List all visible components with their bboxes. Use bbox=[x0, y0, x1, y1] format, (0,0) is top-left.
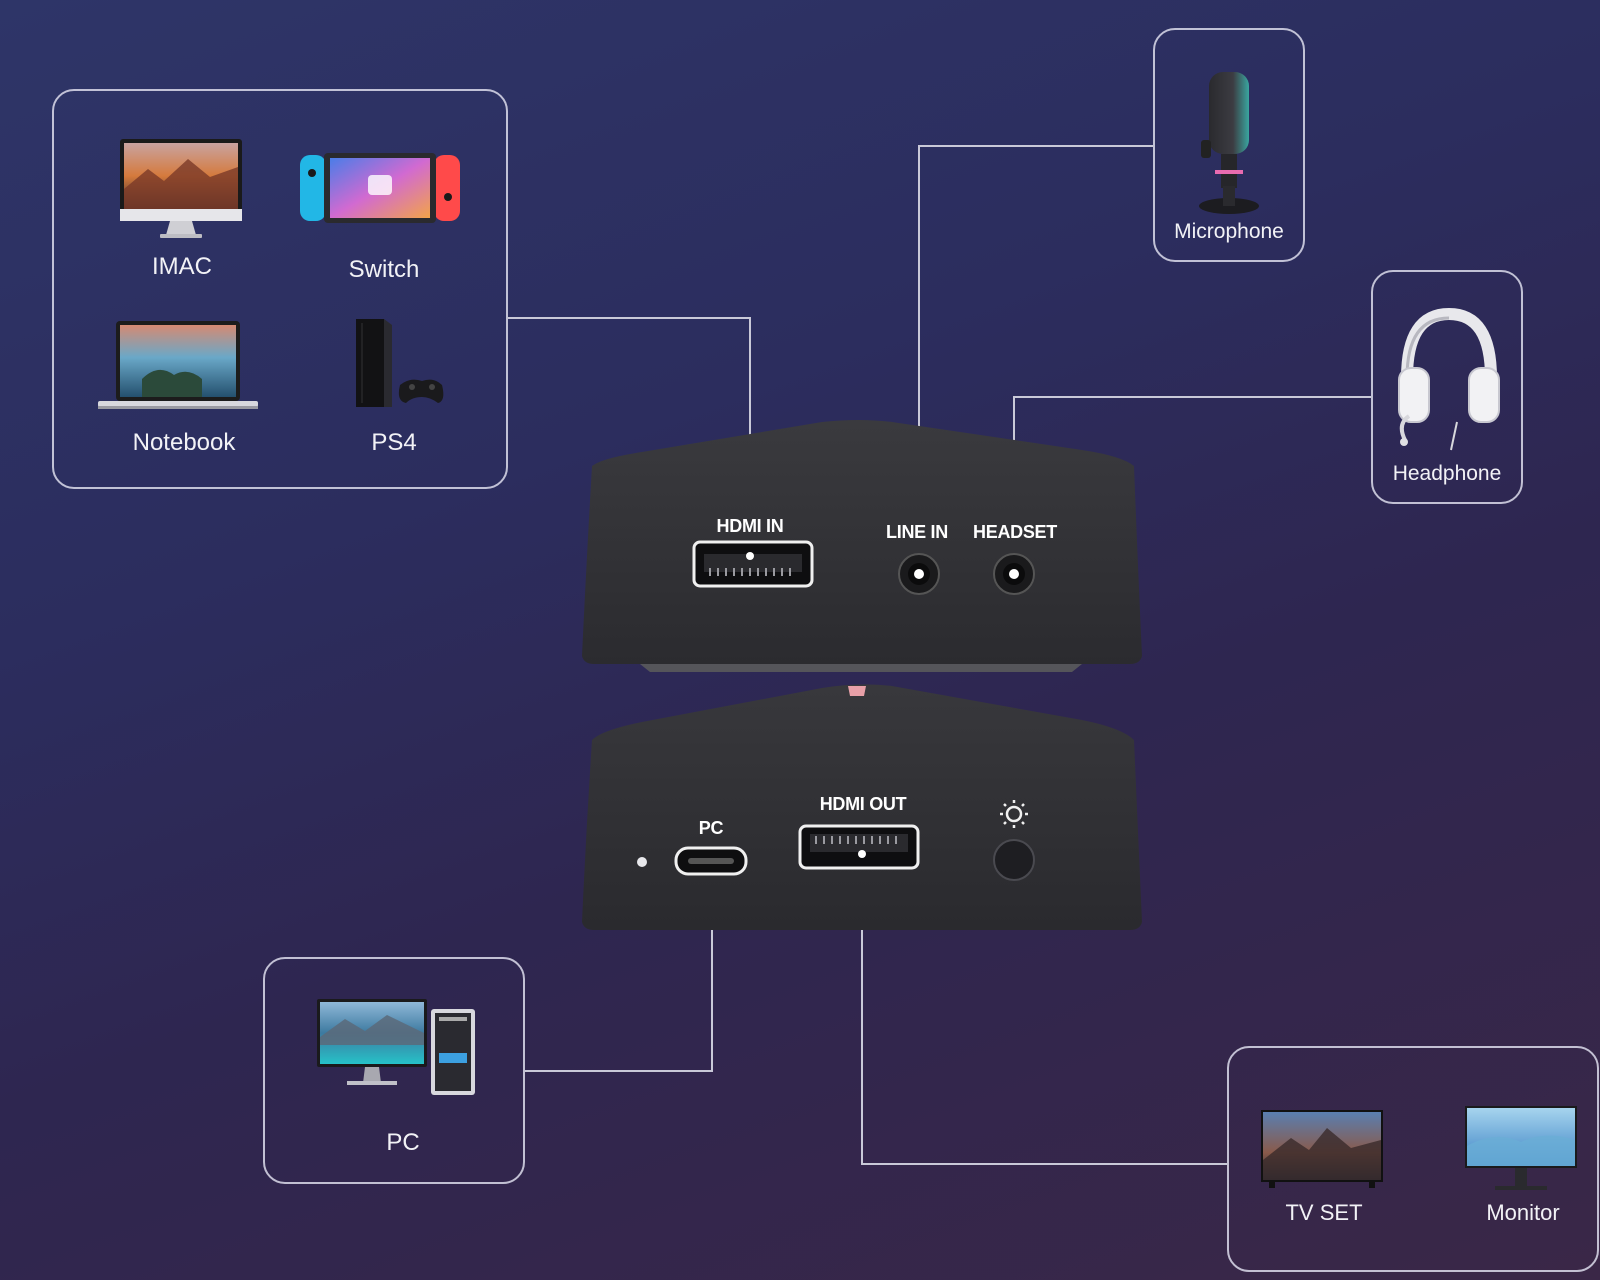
headphone-icon bbox=[1398, 307, 1500, 451]
tv-label: TV SET bbox=[1285, 1200, 1363, 1225]
microphone-label: Microphone bbox=[1174, 220, 1284, 243]
displays-box: TV SET Monitor bbox=[1227, 1046, 1599, 1272]
microphone-icon bbox=[1199, 72, 1259, 214]
imac-icon bbox=[120, 139, 242, 238]
headphone-box: Headphone bbox=[1371, 270, 1523, 504]
notebook-label: Notebook bbox=[132, 429, 236, 456]
pc-icon bbox=[317, 999, 475, 1095]
tv-icon bbox=[1261, 1110, 1383, 1188]
headphone-label: Headphone bbox=[1392, 462, 1502, 485]
notebook-icon bbox=[98, 321, 258, 409]
headset-label: HEADSET bbox=[973, 522, 1057, 542]
ps4-icon bbox=[356, 319, 444, 407]
line-displays-to-hdmi-out bbox=[861, 855, 1227, 1165]
brightness-icon bbox=[1000, 800, 1028, 828]
hdmi-out-label: HDMI OUT bbox=[819, 794, 907, 814]
switch-label: Switch bbox=[348, 256, 420, 283]
device-bottom-body bbox=[582, 684, 1142, 930]
monitor-icon bbox=[1465, 1106, 1577, 1190]
pc-box: PC bbox=[263, 957, 525, 1184]
hdmi-in-label: HDMI IN bbox=[716, 516, 784, 536]
monitor-label: Monitor bbox=[1486, 1200, 1560, 1225]
sources-box: IMAC Switch Notebook PS4 bbox=[52, 89, 508, 489]
device-top-body bbox=[582, 420, 1142, 672]
ps4-label: PS4 bbox=[371, 429, 417, 456]
pc-port-label: PC bbox=[698, 818, 724, 838]
line-in-label: LINE IN bbox=[886, 522, 948, 542]
microphone-box: Microphone bbox=[1153, 28, 1305, 262]
imac-label: IMAC bbox=[152, 253, 212, 280]
pc-label: PC bbox=[386, 1129, 420, 1156]
switch-icon bbox=[300, 153, 460, 223]
capture-device-top: HDMI IN LINE IN HEADSET bbox=[582, 420, 1142, 672]
capture-device-bottom: PC HDMI OUT bbox=[582, 682, 1142, 930]
line-pc-to-usb bbox=[525, 860, 713, 1072]
